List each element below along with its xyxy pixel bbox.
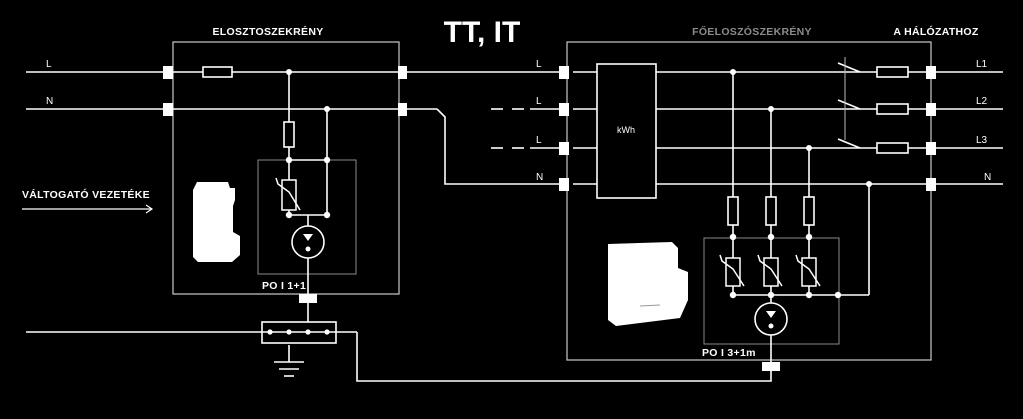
spd-device-right-image bbox=[608, 242, 688, 326]
spd-device-left-image bbox=[193, 182, 240, 262]
wire-label-left-l: L bbox=[46, 59, 52, 70]
terminal bbox=[926, 178, 936, 191]
wire-label-mid-n: N bbox=[536, 172, 543, 183]
varistors bbox=[275, 177, 821, 287]
wire-label-right-l1: L1 bbox=[976, 59, 988, 70]
spark-gap-left bbox=[291, 225, 325, 259]
wire-label-mid-l3: L bbox=[536, 135, 542, 146]
terminal bbox=[163, 103, 173, 116]
distribution-box-label: ELOSZTOSZEKRÉNY bbox=[212, 25, 323, 38]
varistor-left bbox=[275, 177, 301, 211]
varistor-right-3 bbox=[795, 254, 821, 287]
terminal bbox=[926, 66, 936, 79]
terminal bbox=[163, 66, 173, 79]
distribution-box-enclosure bbox=[172, 41, 400, 295]
meter-label: kWh bbox=[617, 125, 635, 135]
main-box-label: FŐELOSZÓSZEKRÉNY bbox=[692, 25, 812, 38]
energy-meter: kWh bbox=[596, 63, 657, 199]
terminal bbox=[559, 66, 569, 79]
wire-label-right-n: N bbox=[984, 172, 991, 183]
spark-gap-right bbox=[754, 302, 788, 336]
terminal bbox=[299, 294, 317, 303]
varistor-right-2 bbox=[757, 254, 783, 287]
fuses bbox=[202, 66, 909, 226]
terminal bbox=[398, 66, 407, 79]
fuse-spd-1 bbox=[727, 196, 739, 226]
fuse-spd-2 bbox=[765, 196, 777, 226]
main-box-enclosure bbox=[566, 41, 932, 361]
terminal bbox=[559, 103, 569, 116]
spd-right-label: PO I 3+1m bbox=[702, 347, 756, 359]
varistor-right-1 bbox=[719, 254, 745, 287]
fuse-left-main bbox=[202, 66, 233, 78]
arrow-right-icon bbox=[22, 204, 154, 214]
changeover-wire-label: VÁLTOGATÓ VEZETÉKE bbox=[22, 188, 150, 201]
terminal bbox=[398, 103, 407, 116]
terminal bbox=[762, 362, 780, 371]
spark-gaps bbox=[291, 225, 788, 336]
fuse-left-spd bbox=[283, 121, 295, 148]
terminal bbox=[559, 178, 569, 191]
terminals bbox=[163, 66, 936, 371]
fuse-right-l3 bbox=[876, 142, 909, 154]
wire-label-left-n: N bbox=[46, 96, 53, 107]
fuse-right-l2 bbox=[876, 103, 909, 115]
wire-label-mid-l2: L bbox=[536, 96, 542, 107]
terminal bbox=[926, 103, 936, 116]
diagram-title: TT, IT bbox=[444, 16, 521, 49]
junction-dots bbox=[285, 69, 872, 299]
fuse-right-l1 bbox=[876, 66, 909, 78]
wire-label-mid-l1: L bbox=[536, 59, 542, 70]
wire-label-right-l3: L3 bbox=[976, 135, 988, 146]
fuse-spd-3 bbox=[803, 196, 815, 226]
terminal bbox=[559, 142, 569, 155]
earthing-bar bbox=[261, 321, 337, 344]
spd-left-label: PO I 1+1 bbox=[262, 280, 306, 292]
terminal bbox=[926, 142, 936, 155]
to-network-label: A HÁLÓZATHOZ bbox=[893, 25, 979, 38]
wire-label-right-l2: L2 bbox=[976, 96, 988, 107]
